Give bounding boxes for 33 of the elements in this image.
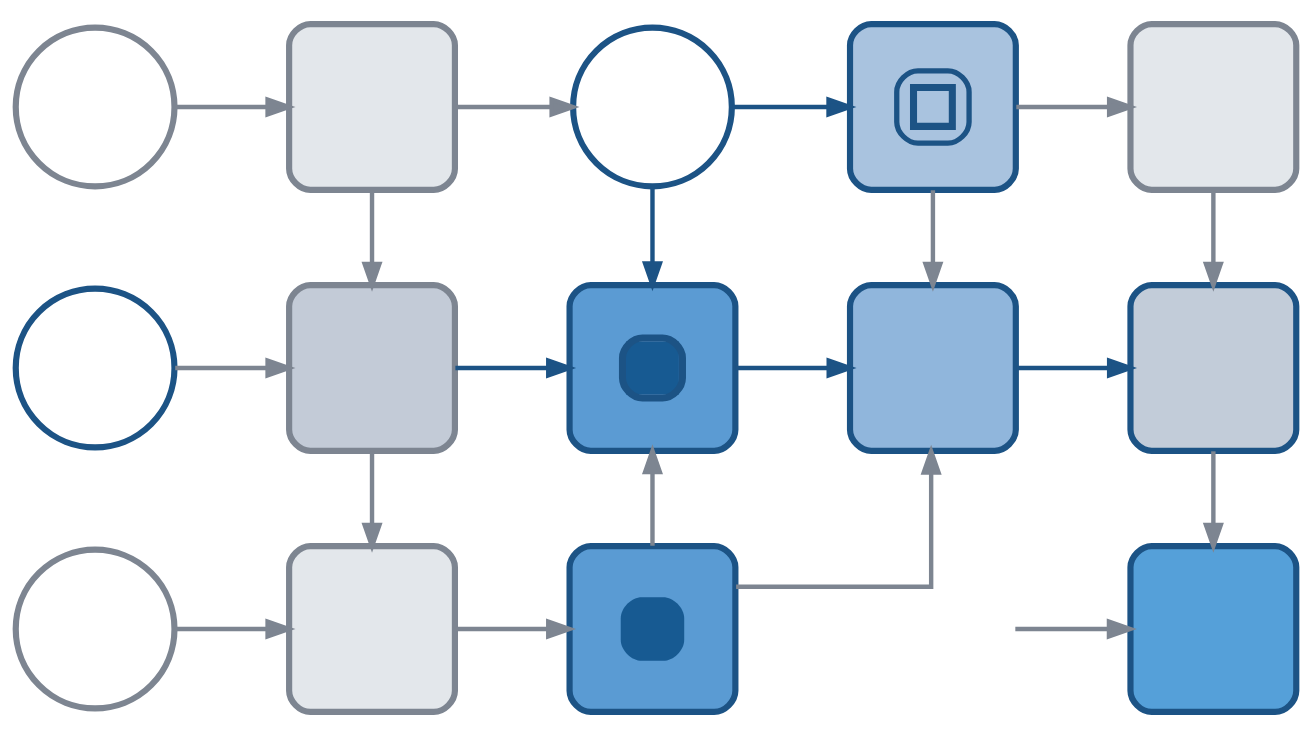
- node-box: [286, 543, 458, 716]
- arrow: [175, 357, 296, 379]
- node-box: [1127, 543, 1300, 716]
- node-box: [846, 20, 1019, 193]
- node-box: [1127, 282, 1300, 454]
- arrow: [922, 190, 944, 292]
- arrow: [455, 96, 580, 118]
- arrow: [361, 190, 383, 292]
- arrow: [1202, 451, 1224, 553]
- node-circle: [570, 24, 735, 190]
- arrow: [1202, 190, 1224, 292]
- arrow: [1015, 618, 1137, 640]
- node-box: [286, 20, 458, 193]
- arrow: [641, 186, 663, 292]
- arrow: [1016, 357, 1137, 379]
- node-circle: [12, 285, 178, 451]
- node-circle: [12, 546, 178, 712]
- node-box: [846, 282, 1019, 454]
- arrow: [175, 96, 296, 118]
- arrow: [175, 618, 296, 640]
- node-box: [1127, 20, 1300, 193]
- arrow: [641, 444, 663, 546]
- node-box: [566, 543, 739, 716]
- arrow: [735, 357, 857, 379]
- arrow: [1016, 96, 1137, 118]
- arrow: [736, 444, 942, 589]
- arrow: [361, 451, 383, 553]
- arrow: [455, 618, 577, 640]
- node-box: [566, 282, 739, 454]
- arrow: [732, 96, 857, 118]
- arrow: [455, 357, 577, 379]
- node-box: [286, 282, 458, 454]
- node-circle: [12, 24, 178, 190]
